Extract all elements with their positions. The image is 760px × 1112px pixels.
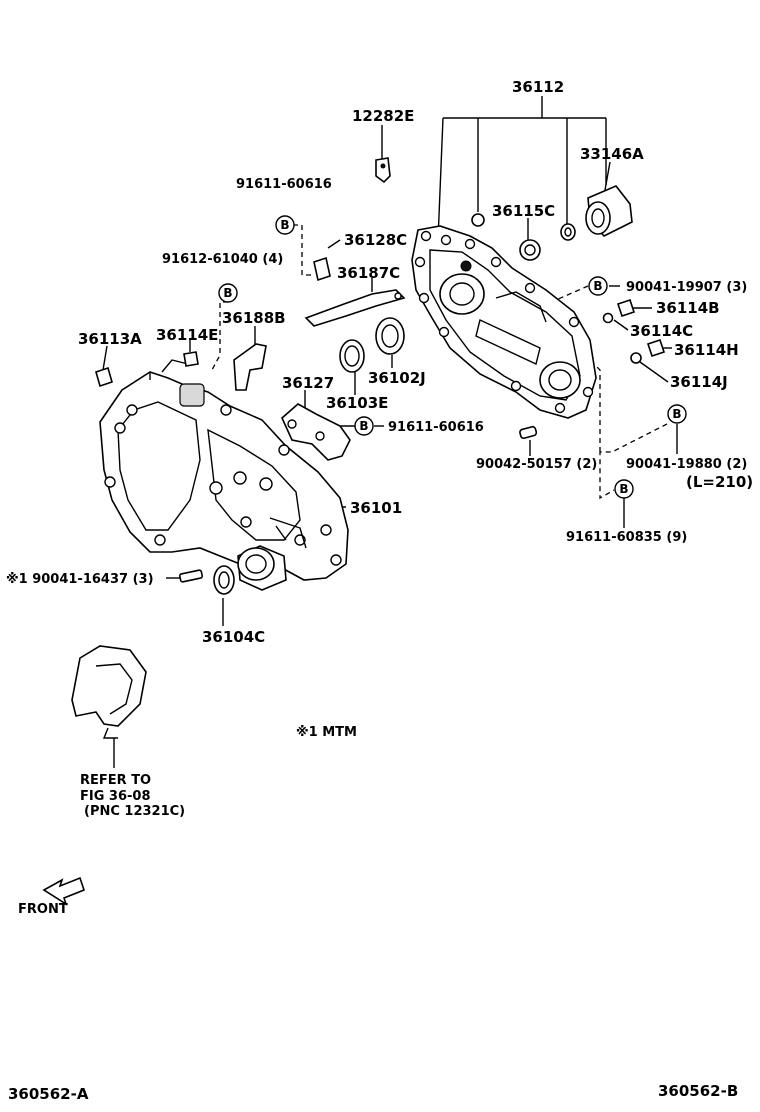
label-36101: 36101: [350, 499, 402, 517]
label-90041-19880: 90041-19880 (2): [626, 457, 747, 472]
label-91611-60616-mid: 91611-60616: [388, 420, 484, 435]
label-90041-16437: ※1 90041-16437 (3): [6, 572, 154, 587]
label-90041-19907: 90041-19907 (3): [626, 280, 747, 295]
refer-line-1: REFER TO: [80, 773, 151, 788]
label-90042-50157: 90042-50157 (2): [476, 457, 597, 472]
svg-text:B: B: [359, 419, 368, 433]
transfer-case-rear-36112: [411, 225, 597, 419]
svg-text:B: B: [280, 218, 289, 232]
svg-text:B: B: [619, 482, 628, 496]
callout-b-6: B: [614, 479, 634, 499]
leader-lines: [102, 96, 678, 768]
label-l210: (L=210): [686, 473, 753, 491]
callout-b-2: B: [218, 283, 238, 303]
figure-code-left: 360562-A: [8, 1085, 89, 1103]
label-33146a: 33146A: [580, 145, 644, 163]
label-36115c: 36115C: [492, 202, 555, 220]
svg-text:B: B: [672, 407, 681, 421]
label-91612-61040: 91612-61040 (4): [162, 252, 283, 267]
label-91611-60616-top: 91611-60616: [236, 177, 332, 192]
note-mtm: ※1 MTM: [296, 725, 357, 740]
label-36112: 36112: [512, 78, 564, 96]
callout-b-4: B: [354, 416, 374, 436]
refer-line-2: FIG 36-08: [80, 789, 151, 804]
small-parts: [42, 157, 666, 906]
label-36114h: 36114H: [674, 341, 739, 359]
label-36188b: 36188B: [222, 309, 286, 327]
callouts: B B B B B B: [218, 215, 687, 499]
label-36128c: 36128C: [344, 231, 407, 249]
label-36104c: 36104C: [202, 628, 265, 646]
svg-text:B: B: [593, 279, 602, 293]
label-91611-60835: 91611-60835 (9): [566, 530, 687, 545]
callout-b-5: B: [667, 404, 687, 424]
label-36187c: 36187C: [337, 264, 400, 282]
label-36127: 36127: [282, 374, 334, 392]
callout-b-3: B: [588, 276, 608, 296]
label-36114j: 36114J: [670, 373, 728, 391]
label-36102j: 36102J: [368, 369, 426, 387]
label-36113a: 36113A: [78, 330, 142, 348]
callout-b-1: B: [275, 215, 295, 235]
label-36114c: 36114C: [630, 322, 693, 340]
label-12282e: 12282E: [352, 107, 414, 125]
transfer-case-front-36101: [99, 359, 349, 591]
figure-code-right: 360562-B: [658, 1082, 738, 1100]
svg-text:B: B: [223, 286, 232, 300]
label-36103e: 36103E: [326, 394, 388, 412]
front-label: FRONT: [18, 902, 68, 917]
part-labels: 36112 12282E 33146A 91611-60616 36115C 3…: [6, 78, 753, 1103]
refer-line-3: (PNC 12321C): [84, 804, 185, 819]
label-36114e: 36114E: [156, 326, 218, 344]
label-36114b: 36114B: [656, 299, 720, 317]
